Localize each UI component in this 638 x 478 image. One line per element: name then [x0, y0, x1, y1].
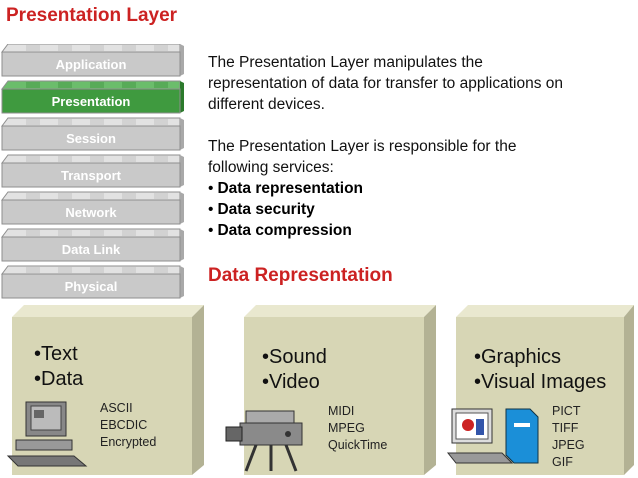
format-label: QuickTime	[328, 438, 388, 452]
representation-box-graphics: •Graphics •Visual Images PICT TIFF JPEG …	[446, 305, 634, 475]
format-label: TIFF	[552, 421, 579, 435]
format-label: GIF	[552, 455, 573, 469]
osi-layer-network: Network	[1, 191, 184, 225]
format-label: MPEG	[328, 421, 365, 435]
box-3d-shape	[12, 305, 204, 475]
osi-layer-physical: Physical	[1, 265, 184, 299]
box-item: •Text	[34, 343, 78, 365]
osi-layer-presentation: Presentation	[1, 80, 184, 114]
service-bullet: •Data compression	[208, 222, 352, 239]
intro-line-2: representation of data for transfer to a…	[208, 75, 563, 92]
data-representation-heading: Data Representation	[208, 265, 393, 286]
intro-line-1: The Presentation Layer manipulates the	[208, 54, 483, 71]
box-item: •Sound	[262, 346, 327, 368]
osi-layer-label: Transport	[61, 168, 122, 183]
representation-box-text-data: •Text •Data ASCII EBCDIC Encrypted	[4, 305, 204, 475]
format-label: MIDI	[328, 404, 355, 418]
services-line-2: following services:	[208, 159, 334, 176]
box-item: •Visual Images	[474, 371, 607, 393]
box-3d-shape	[244, 305, 436, 475]
box-item: •Graphics	[474, 346, 562, 368]
osi-layer-label: Physical	[65, 279, 118, 294]
box-item: •Video	[262, 371, 320, 393]
service-bullet: •Data representation	[208, 180, 364, 197]
osi-layer-label: Session	[66, 131, 116, 146]
service-bullet: •Data security	[208, 201, 315, 218]
intro-line-3: different devices.	[208, 96, 325, 113]
services-paragraph: The Presentation Layer is responsible fo…	[208, 136, 628, 178]
intro-paragraph: The Presentation Layer manipulates the r…	[208, 52, 628, 115]
computer-icon	[6, 401, 88, 467]
osi-layer-label: Application	[56, 57, 127, 72]
osi-layer-label: Data Link	[62, 242, 121, 257]
format-label: EBCDIC	[100, 418, 148, 432]
format-label: Encrypted	[100, 435, 157, 449]
osi-layer-data-link: Data Link	[1, 228, 184, 262]
osi-layer-stack: ApplicationPresentationSessionTransportN…	[1, 44, 184, 299]
format-label: JPEG	[552, 438, 585, 452]
osi-layer-transport: Transport	[1, 154, 184, 188]
box-item: •Data	[34, 368, 84, 390]
services-line-1: The Presentation Layer is responsible fo…	[208, 138, 517, 155]
video-camera-icon	[225, 410, 303, 472]
page-title: Presentation Layer	[6, 5, 178, 26]
osi-layer-application: Application	[1, 44, 184, 77]
box-3d-shape	[456, 305, 634, 475]
osi-layer-session: Session	[1, 117, 184, 151]
representation-box-sound-video: •Sound •Video MIDI MPEG QuickTime	[225, 305, 436, 475]
graphics-workstation-icon	[446, 408, 539, 464]
osi-layer-label: Presentation	[52, 94, 131, 109]
osi-layer-label: Network	[65, 205, 117, 220]
format-label: ASCII	[100, 401, 133, 415]
format-label: PICT	[552, 404, 581, 418]
